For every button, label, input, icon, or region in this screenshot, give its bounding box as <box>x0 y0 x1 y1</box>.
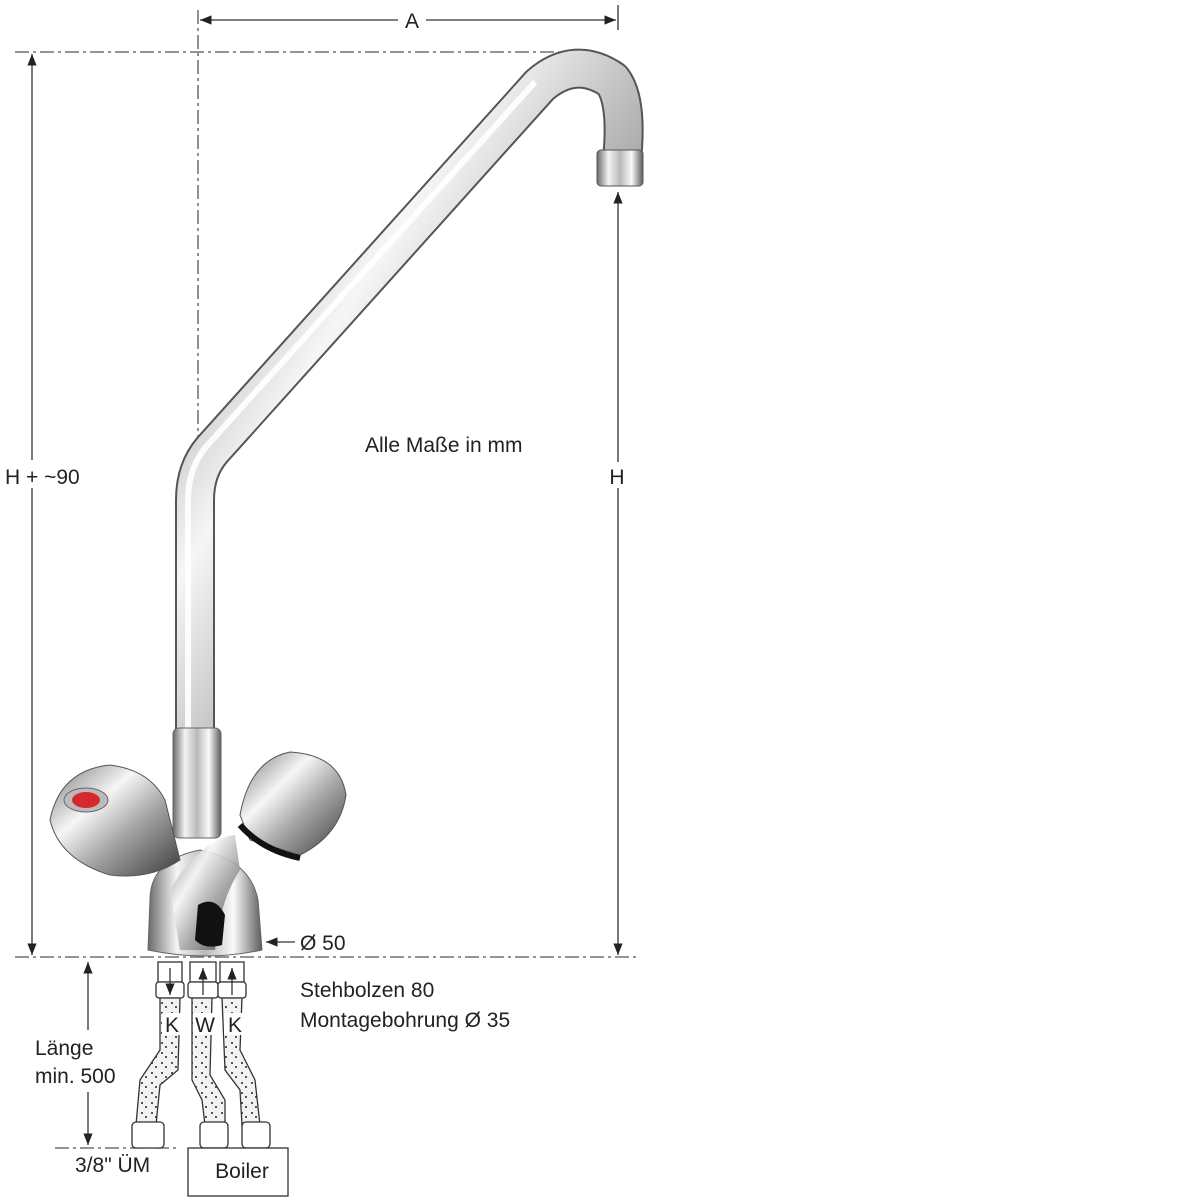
faucet-spout <box>175 48 644 760</box>
hose-label-cold-right: K <box>228 1014 242 1037</box>
thread-label: 3/8" ÜM <box>75 1154 150 1177</box>
hot-indicator-icon <box>72 792 100 808</box>
boiler-box <box>187 1147 289 1197</box>
hose-length-label-1: Länge <box>35 1037 93 1060</box>
hot-water-handle <box>49 764 181 877</box>
boiler-label: Boiler <box>215 1160 269 1183</box>
height-label: H <box>609 466 624 489</box>
total-height-label: H + ~90 <box>5 466 80 489</box>
stud-bolt-label: Stehbolzen 80 <box>300 979 434 1002</box>
aerator <box>596 149 644 187</box>
cold-water-handle <box>237 751 347 861</box>
mounting-hole-label: Montagebohrung Ø 35 <box>300 1009 510 1032</box>
hose-length-label-2: min. 500 <box>35 1065 116 1088</box>
faucet-body <box>147 727 263 957</box>
dimension-a-label: A <box>405 10 419 33</box>
base-diameter-label: Ø 50 <box>300 932 346 955</box>
units-note: Alle Maße in mm <box>365 434 523 457</box>
supply-hoses <box>131 961 271 1149</box>
hose-label-warm: W <box>195 1014 215 1037</box>
hose-label-cold-left: K <box>165 1014 179 1037</box>
